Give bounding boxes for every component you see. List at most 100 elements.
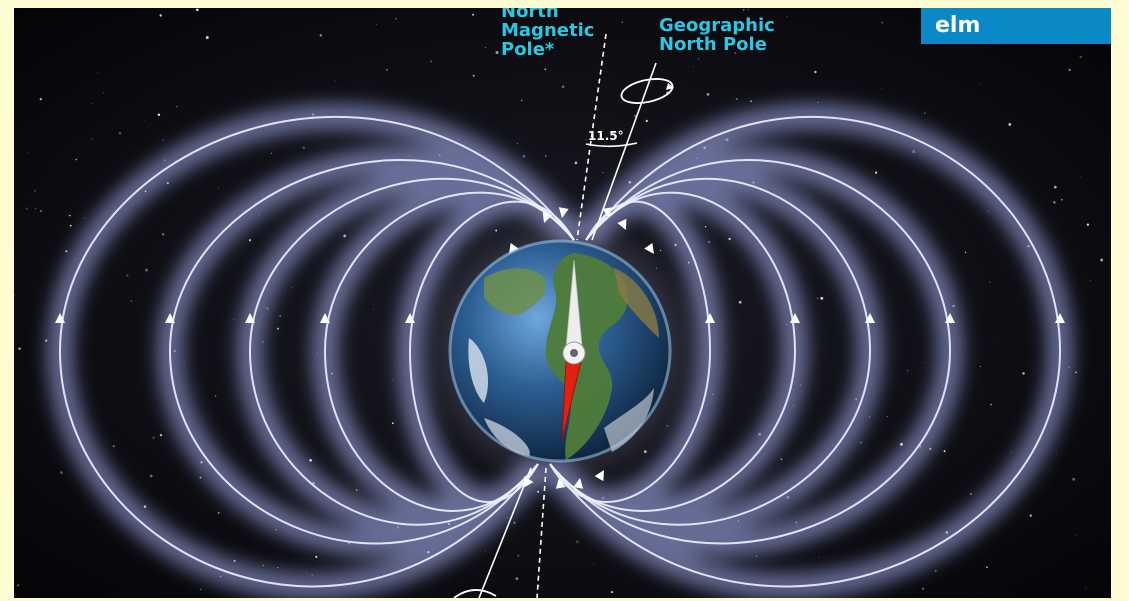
star [986,566,988,569]
star [205,36,209,39]
star [430,60,432,63]
star [306,571,307,573]
tilt-angle-label: 11.5° [588,129,624,143]
star [1089,280,1091,281]
star [35,208,36,210]
star [964,251,967,254]
star [75,158,78,161]
star [515,577,519,580]
star [248,239,252,242]
field-line [549,158,952,545]
star [979,366,981,367]
star [1060,198,1063,201]
field-arrow [55,313,65,323]
star [520,99,523,102]
star [738,300,742,304]
star [276,327,280,330]
compass-needle [561,259,586,441]
star [1053,185,1057,189]
star [159,434,163,437]
magnetic-field-diagram: North Magnetic Pole* Geographic North Po… [14,8,1111,598]
geographic-north-pole-label: Geographic North Pole [659,15,775,55]
star [215,395,217,397]
diagram-canvas [14,8,1111,598]
star [152,436,155,440]
star [1068,69,1071,71]
field-line [549,115,1062,588]
star [472,74,475,77]
star [130,300,133,302]
star [45,339,48,342]
star [610,591,614,594]
star [555,38,557,40]
star [693,91,694,93]
star [17,584,20,587]
star [39,97,42,101]
star [1100,258,1104,262]
field-arrow [1055,313,1065,323]
field-arrow [790,313,800,323]
star [906,369,909,372]
star [987,210,990,212]
star [1075,534,1077,536]
star [1080,176,1082,177]
star [279,314,282,317]
star [1010,451,1012,453]
star [385,68,389,71]
star [747,9,749,11]
field-arrow [865,313,875,323]
star [820,296,824,300]
star [575,540,579,544]
star [126,274,129,277]
star [513,521,516,524]
star [83,217,85,219]
star [517,554,520,557]
star [302,146,305,149]
star [990,403,992,406]
star [818,557,820,559]
star [28,152,30,154]
star [472,13,475,16]
star [1053,201,1056,204]
star [742,8,745,11]
geographic-axis-bottom [478,467,532,598]
star [516,143,519,145]
star [542,13,544,14]
star [1055,453,1057,455]
star [218,187,219,188]
star [159,14,162,17]
star [734,52,737,55]
star [886,416,888,418]
star [217,511,220,514]
star [198,29,200,31]
star [859,441,863,444]
field-line [58,115,575,588]
star [161,232,165,236]
star [706,93,710,96]
pole-arrow [602,207,613,218]
star [817,102,819,103]
star [143,505,147,508]
star [392,379,393,381]
star [69,214,71,217]
star [1082,112,1084,114]
star [145,268,148,272]
star [277,567,279,569]
star [808,196,810,198]
star [90,102,92,104]
tilt-angle-arc [585,142,638,148]
star [59,471,63,475]
star [395,18,397,20]
field-line [549,177,872,526]
star [91,138,93,140]
star [485,47,487,49]
star [14,294,16,297]
field-arrow [245,313,255,323]
star [484,550,486,552]
star [881,21,884,24]
north-magnetic-pole-label: North Magnetic Pole* [501,8,595,60]
star [1075,371,1077,374]
star [69,224,72,227]
magnetic-axis-top [576,33,607,241]
star [319,34,323,37]
